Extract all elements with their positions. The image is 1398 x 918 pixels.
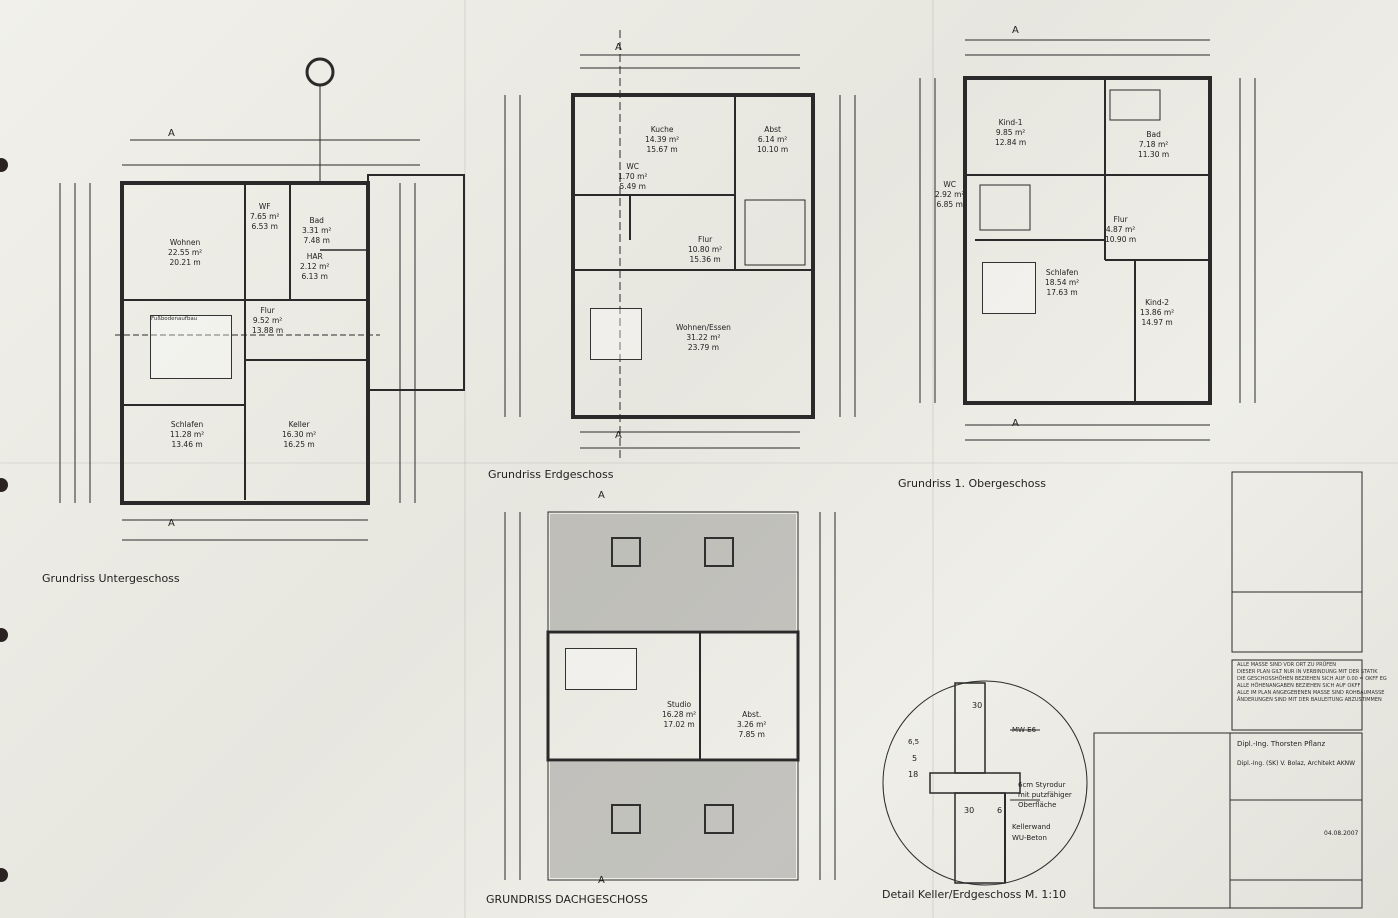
- architect-name: Dipl.-Ing. Thorsten Pflanz: [1237, 740, 1326, 748]
- punch-hole: [0, 158, 8, 172]
- floor-build-up-note: Fußbodenaufbau: [150, 315, 232, 379]
- architect-name-2: Dipl.-Ing. (SK) V. Bolaz, Architekt AKNW: [1237, 760, 1356, 767]
- section-marker: A: [598, 875, 605, 886]
- floor-build-up-note: [590, 308, 642, 360]
- title-untergeschoss: Grundriss Untergeschoss: [42, 572, 180, 585]
- section-marker: A: [615, 42, 622, 53]
- punch-hole: [0, 628, 8, 642]
- section-marker: A: [1012, 25, 1019, 36]
- detail-label: Kellerwand: [1012, 823, 1051, 831]
- detail-label: 6cm Styrodur: [1018, 781, 1066, 789]
- section-marker: A: [598, 490, 605, 501]
- detail-dim: 6: [997, 806, 1003, 815]
- section-marker: A: [1012, 418, 1019, 429]
- punch-hole: [0, 868, 8, 882]
- floor-build-up-note: [565, 648, 637, 690]
- section-marker: A: [168, 128, 175, 139]
- title-obergeschoss: Grundriss 1. Obergeschoss: [898, 477, 1046, 490]
- title-detail: Detail Keller/Erdgeschoss M. 1:10: [882, 888, 1067, 901]
- detail-label: Oberfläche: [1018, 801, 1057, 809]
- detail-dim: 30: [964, 806, 975, 815]
- detail-label: mit putzfähiger: [1018, 791, 1072, 799]
- detail-label: MW E6: [1012, 726, 1037, 734]
- detail-dim: 30: [972, 701, 983, 710]
- title-dachgeschoss: GRUNDRISS DACHGESCHOSS: [486, 893, 648, 906]
- punch-hole: [0, 478, 8, 492]
- title-erdgeschoss: Grundriss Erdgeschoss: [488, 468, 614, 481]
- section-marker: A: [168, 518, 175, 529]
- paper-fold: [932, 0, 934, 918]
- detail-dim: 18: [908, 770, 919, 779]
- paper-fold: [464, 0, 466, 918]
- detail-label: WU-Beton: [1012, 834, 1047, 842]
- paper-fold: [0, 462, 1398, 464]
- plan-date: 04.08.2007: [1324, 830, 1359, 837]
- detail-dim: 6,5: [908, 738, 920, 746]
- section-marker: A: [615, 430, 622, 441]
- detail-dim: 5: [912, 754, 918, 763]
- floor-build-up-note: [982, 262, 1036, 314]
